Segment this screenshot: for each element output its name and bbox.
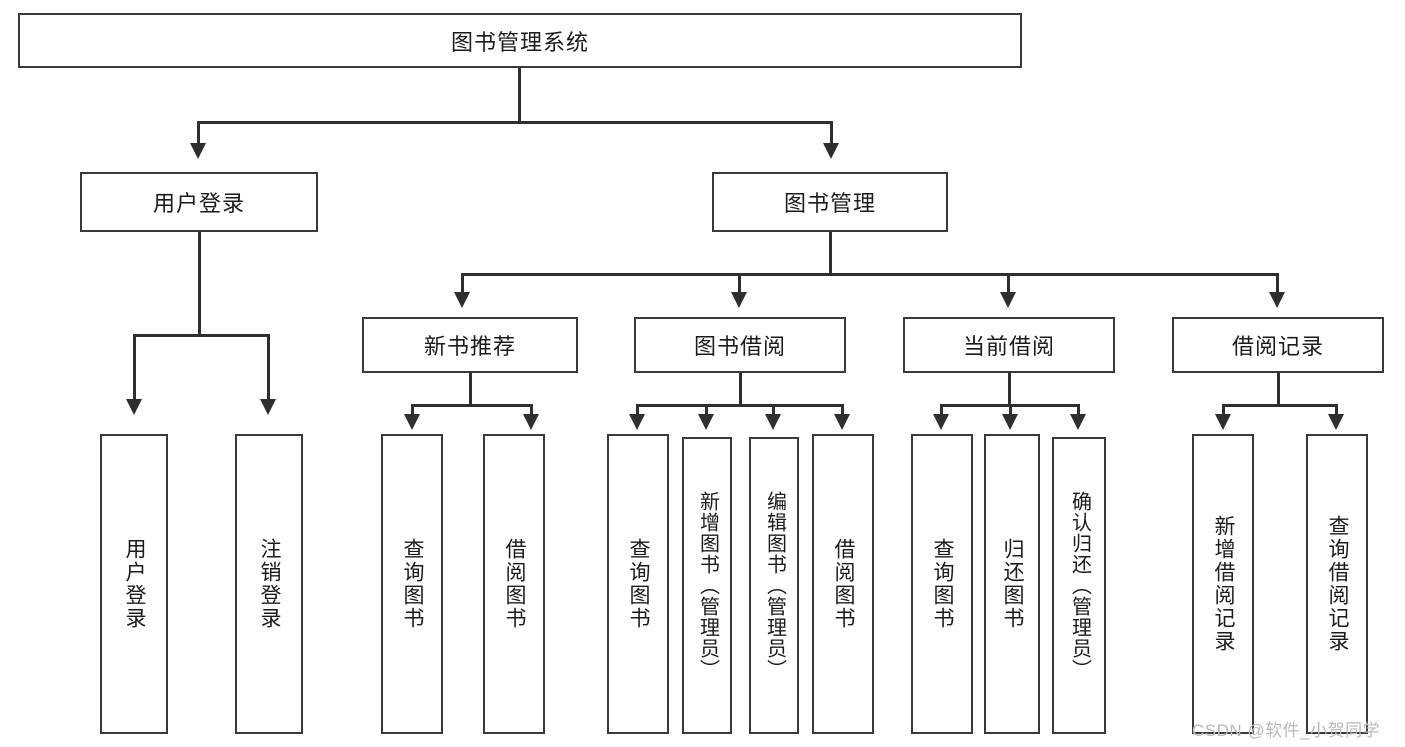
- node-user-login[interactable]: 用户登录: [80, 172, 318, 232]
- leaf-recommend-query-book[interactable]: 查询图书: [381, 434, 443, 734]
- connector-root-stem: [518, 68, 521, 121]
- connector-br-to-query: [1335, 404, 1338, 418]
- connector-user-login-to-login: [133, 334, 136, 402]
- arrow-bb-to-query: [629, 414, 645, 430]
- node-label: 新书推荐: [423, 334, 516, 359]
- leaf-current-query-book[interactable]: 查询图书: [911, 434, 973, 734]
- node-label: 当前借阅: [962, 334, 1055, 359]
- connector-root-bus: [197, 121, 833, 124]
- leaf-borrow-query-book[interactable]: 查询图书: [607, 434, 669, 734]
- node-label: 借阅图书: [503, 538, 527, 630]
- node-label: 确认归还（管理员）: [1068, 491, 1091, 680]
- node-book-borrow[interactable]: 图书借阅: [634, 317, 846, 373]
- arrow-bm-to-book-borrow: [731, 292, 747, 308]
- connector-book-manage-stem: [829, 232, 832, 275]
- node-label: 图书管理: [783, 191, 876, 216]
- node-label: 查询借阅记录: [1326, 515, 1350, 653]
- connector-borrowrecord-bus: [1222, 404, 1338, 407]
- node-label: 编辑图书（管理员）: [763, 491, 786, 680]
- leaf-record-query-record[interactable]: 查询借阅记录: [1306, 434, 1368, 734]
- node-label: 借阅图书: [832, 538, 856, 630]
- connector-book-manage-bus: [461, 273, 1279, 276]
- node-current-borrow[interactable]: 当前借阅: [903, 317, 1115, 373]
- connector-bookborrow-stem: [739, 373, 742, 406]
- connector-recommend-to-borrow: [530, 404, 533, 418]
- node-book-management[interactable]: 图书管理: [712, 172, 948, 232]
- node-label: 归还图书: [1001, 538, 1025, 630]
- arrow-bm-to-current-borrow: [1000, 292, 1016, 308]
- connector-bb-to-edit: [772, 404, 775, 418]
- arrow-recommend-to-query: [404, 414, 420, 430]
- arrow-bb-to-edit: [765, 414, 781, 430]
- arrow-root-to-book-manage: [823, 143, 839, 159]
- connector-bm-to-new-book: [461, 273, 464, 295]
- arrow-root-to-user-login: [190, 143, 206, 159]
- arrow-recommend-to-borrow: [523, 414, 539, 430]
- node-label: 注销登录: [258, 538, 282, 630]
- connector-recommend-bus: [411, 404, 533, 407]
- node-label: 查询图书: [627, 538, 651, 630]
- connector-root-to-book-manage: [830, 121, 833, 146]
- connector-bb-to-add: [705, 404, 708, 418]
- watermark-text: CSDN @软件_小贺同学: [1192, 721, 1381, 740]
- arrow-br-to-add: [1215, 414, 1231, 430]
- connector-user-login-stem: [198, 232, 201, 336]
- arrow-cb-to-return: [1002, 414, 1018, 430]
- connector-borrowrecord-stem: [1277, 373, 1280, 406]
- arrow-user-login-to-login: [126, 399, 142, 415]
- csdn-watermark: CSDN @软件_小贺同学: [1192, 716, 1380, 741]
- arrow-cb-to-confirm: [1070, 414, 1086, 430]
- connector-bookborrow-bus: [636, 404, 844, 407]
- leaf-current-confirm-return-admin[interactable]: 确认归还（管理员）: [1052, 437, 1106, 734]
- leaf-current-return-book[interactable]: 归还图书: [984, 434, 1040, 734]
- arrow-bb-to-borrow: [834, 414, 850, 430]
- connector-bm-to-current-borrow: [1007, 273, 1010, 295]
- leaf-borrow-borrow-book[interactable]: 借阅图书: [812, 434, 874, 734]
- node-label: 新增图书（管理员）: [696, 491, 719, 680]
- connector-bm-to-book-borrow: [738, 273, 741, 295]
- leaf-recommend-borrow-book[interactable]: 借阅图书: [483, 434, 545, 734]
- connector-cb-to-query: [940, 404, 943, 418]
- node-label: 查询图书: [931, 538, 955, 630]
- arrow-bb-to-add: [698, 414, 714, 430]
- connector-root-to-user-login: [197, 121, 200, 146]
- connector-bb-to-borrow: [841, 404, 844, 418]
- leaf-borrow-edit-book-admin[interactable]: 编辑图书（管理员）: [749, 437, 799, 734]
- node-label: 新增借阅记录: [1212, 515, 1236, 653]
- arrow-bm-to-borrow-record: [1269, 292, 1285, 308]
- connector-user-login-to-logout: [267, 334, 270, 402]
- arrow-cb-to-query: [933, 414, 949, 430]
- leaf-user-logout[interactable]: 注销登录: [235, 434, 303, 734]
- node-label: 用户登录: [123, 538, 147, 630]
- node-label: 用户登录: [152, 191, 245, 216]
- leaf-user-login[interactable]: 用户登录: [100, 434, 168, 734]
- node-label: 图书借阅: [693, 334, 786, 359]
- connector-currentborrow-stem: [1008, 373, 1011, 406]
- leaf-borrow-add-book-admin[interactable]: 新增图书（管理员）: [682, 437, 732, 734]
- arrow-br-to-query: [1328, 414, 1344, 430]
- connector-recommend-to-query: [411, 404, 414, 418]
- node-borrow-record[interactable]: 借阅记录: [1172, 317, 1384, 373]
- node-new-book-recommend[interactable]: 新书推荐: [362, 317, 578, 373]
- leaf-record-add-record[interactable]: 新增借阅记录: [1192, 434, 1254, 734]
- connector-user-login-bus: [133, 334, 270, 337]
- node-label: 借阅记录: [1231, 334, 1324, 359]
- arrow-user-login-to-logout: [260, 399, 276, 415]
- node-label: 图书管理系统: [450, 29, 589, 55]
- arrow-bm-to-new-book: [454, 292, 470, 308]
- connector-bb-to-query: [636, 404, 639, 418]
- connector-cb-to-confirm: [1077, 404, 1080, 418]
- connector-bm-to-borrow-record: [1276, 273, 1279, 295]
- node-root-library-system[interactable]: 图书管理系统: [18, 13, 1022, 68]
- connector-cb-to-return: [1009, 404, 1012, 418]
- node-label: 查询图书: [401, 538, 425, 630]
- connector-br-to-add: [1222, 404, 1225, 418]
- connector-recommend-stem: [469, 373, 472, 406]
